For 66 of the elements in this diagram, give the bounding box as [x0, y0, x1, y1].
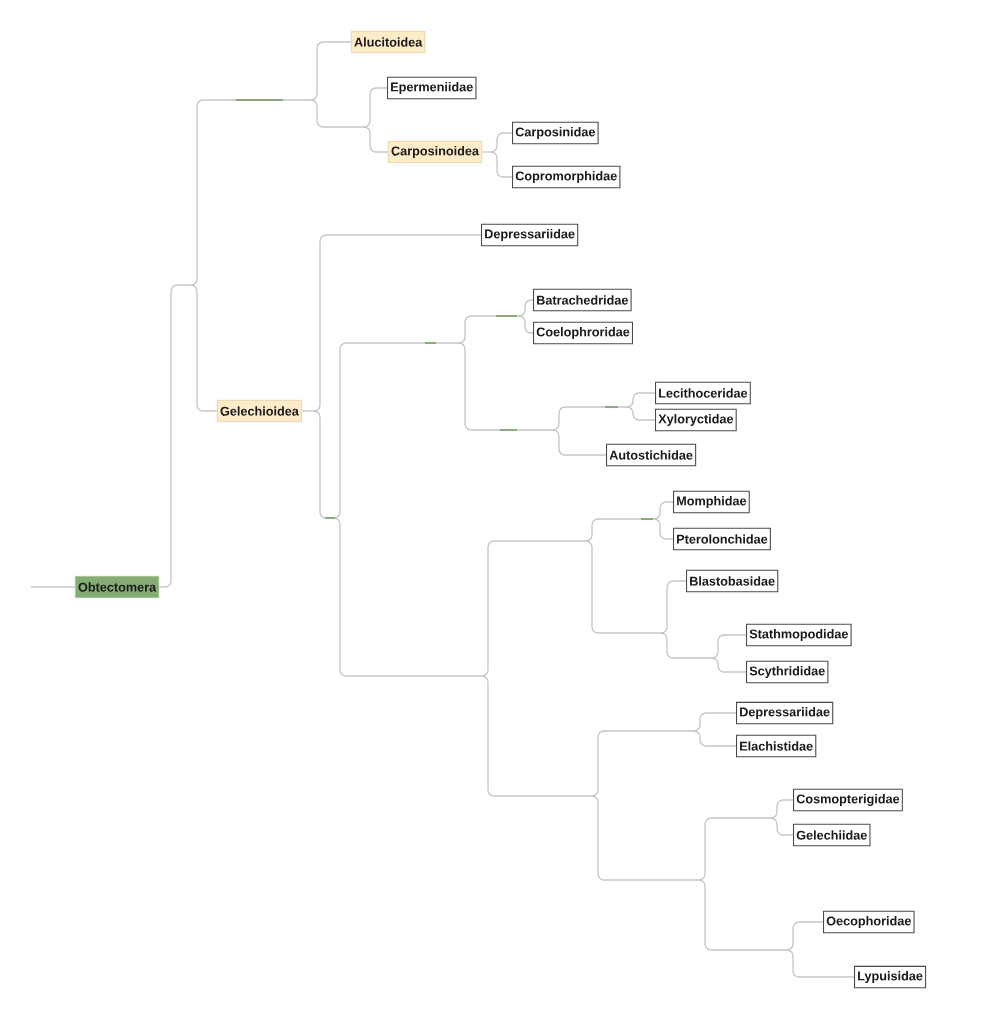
taxon-box: Batrachedridae: [533, 288, 632, 312]
taxon-box: Oecophoridae: [823, 910, 915, 934]
branch-line: [301, 410, 315, 412]
branch-line: [458, 342, 554, 431]
taxon-box: Epermeniidae: [387, 76, 477, 100]
branch-line: [363, 87, 388, 128]
taxon-box: Gelechiidae: [793, 823, 871, 847]
taxon-box: Blastobasidae: [686, 569, 779, 593]
taxon-box: Lecithoceridae: [655, 381, 751, 405]
branch-line: [660, 632, 713, 659]
taxon-box: Obtectomera: [75, 576, 160, 598]
branch-line: [693, 730, 737, 747]
branch-line: [693, 712, 737, 732]
branch-line: [333, 342, 460, 519]
branch-line: [518, 299, 534, 317]
branch-line: [786, 921, 824, 951]
branch-line: [481, 540, 587, 677]
branch-line: [698, 817, 772, 881]
branch-line: [158, 586, 166, 588]
branch-line: [190, 284, 218, 412]
taxon-box: Carposinidae: [512, 121, 599, 145]
taxon-box: Alucitoidea: [351, 31, 426, 53]
taxon-box: Cosmopterigidae: [793, 788, 903, 812]
taxon-box: Gelechioidea: [217, 400, 302, 422]
branch-line: [490, 151, 513, 178]
taxon-box: Elachistidae: [736, 734, 817, 758]
taxon-box: Autostichidae: [606, 443, 697, 467]
branch-line: [552, 429, 607, 456]
taxon-box: Copromorphidae: [512, 165, 621, 189]
taxon-box: Stathmopodidae: [746, 623, 852, 647]
branch-line: [481, 675, 593, 797]
branch-line: [363, 126, 389, 153]
branch-line: [711, 657, 747, 673]
taxon-box: Depressariidae: [481, 223, 579, 247]
taxon-box: Coelophroridae: [533, 321, 633, 345]
branch-line: [585, 540, 662, 634]
branch-line: [310, 99, 365, 128]
branch-line: [653, 501, 674, 520]
taxon-box: Depressariidae: [736, 701, 834, 725]
taxon-box: Lypuisidae: [854, 965, 927, 989]
branch-line: [585, 518, 655, 542]
branch-line: [698, 879, 788, 951]
branch-line: [313, 234, 482, 412]
taxon-box: Pterolonchidae: [673, 527, 771, 551]
branch-line: [518, 315, 534, 334]
branch-line: [481, 151, 492, 153]
branch-line: [591, 730, 695, 797]
branch-line: [552, 406, 628, 431]
branch-line: [30, 586, 76, 588]
branch-line: [310, 41, 352, 101]
branch-line: [591, 795, 700, 881]
branch-line: [333, 517, 483, 677]
taxon-box: Xyloryctidae: [655, 408, 737, 432]
branch-line: [770, 799, 794, 819]
taxon-box: Momphidae: [673, 490, 750, 514]
taxon-box: Scythrididae: [746, 660, 829, 684]
branch-line: [626, 406, 656, 421]
taxon-box: Carposinoidea: [388, 141, 482, 163]
branch-line: [653, 518, 674, 540]
branch-line: [626, 392, 656, 408]
branch-line: [770, 817, 794, 836]
branch-line: [490, 132, 513, 153]
branch-line: [164, 284, 192, 588]
branch-line: [786, 949, 855, 978]
branch-line: [711, 634, 747, 659]
branch-line: [660, 580, 687, 634]
